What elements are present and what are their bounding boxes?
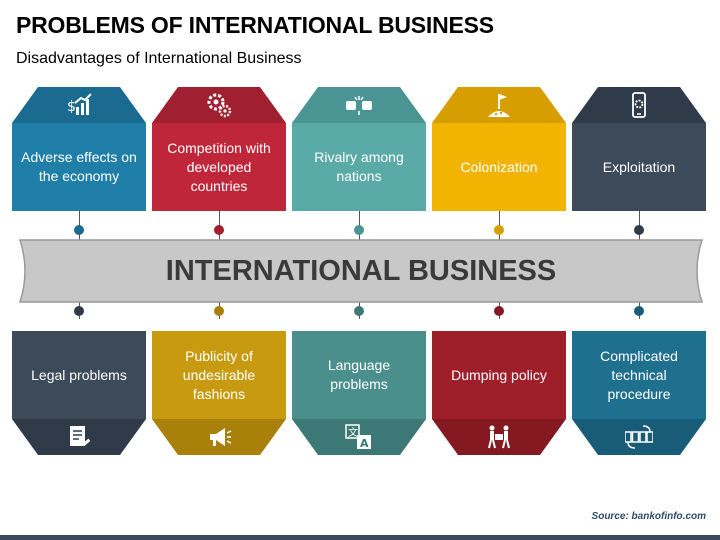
- process-chain-icon: [625, 423, 653, 451]
- connector-dot: [74, 225, 84, 235]
- card-label: Language problems: [292, 331, 426, 419]
- card-label: Legal problems: [12, 331, 146, 419]
- connector-dot: [494, 306, 504, 316]
- connector-dot: [74, 306, 84, 316]
- fists-icon: [345, 91, 373, 119]
- card-label: Competition with developed countries: [152, 123, 286, 211]
- card-label: Dumping policy: [432, 331, 566, 419]
- svg-text:A: A: [360, 437, 369, 450]
- card-label: Publicity of undesirable fashions: [152, 331, 286, 419]
- footer-bar: [0, 535, 720, 540]
- connector-dot: [214, 225, 224, 235]
- svg-text:文: 文: [348, 426, 358, 439]
- card-cap: [292, 87, 426, 123]
- connector-dot: [494, 225, 504, 235]
- card-cap: [572, 87, 706, 123]
- connector-dot: [634, 306, 644, 316]
- connector-dot: [354, 225, 364, 235]
- gears-icon: [205, 91, 233, 119]
- dumping-people-icon: [485, 423, 513, 451]
- connector-dot: [214, 306, 224, 316]
- card-label: Complicated technical procedure: [572, 331, 706, 419]
- connector-dot: [354, 306, 364, 316]
- phone-gear-icon: [625, 91, 653, 119]
- legal-document-icon: [65, 423, 93, 451]
- card-label: Exploitation: [572, 123, 706, 211]
- svg-text:$: $: [67, 99, 76, 115]
- central-banner: INTERNATIONAL BUSINESS: [10, 230, 712, 312]
- page-subtitle: Disadvantages of International Business: [16, 50, 302, 67]
- source-credit: Source: bankofinfo.com: [591, 511, 706, 522]
- connector-dot: [634, 225, 644, 235]
- megaphone-icon: [205, 423, 233, 451]
- flag-hill-icon: [485, 91, 513, 119]
- banner-label: INTERNATIONAL BUSINESS: [165, 254, 557, 287]
- card-cap: [152, 87, 286, 123]
- page-title: PROBLEMS OF INTERNATIONAL BUSINESS: [16, 12, 494, 38]
- card-label: Colonization: [432, 123, 566, 211]
- card-cap: [12, 87, 146, 123]
- growth-chart-icon: $: [65, 91, 93, 119]
- card-label: Adverse effects on the economy: [12, 123, 146, 211]
- card-label: Rivalry among nations: [292, 123, 426, 211]
